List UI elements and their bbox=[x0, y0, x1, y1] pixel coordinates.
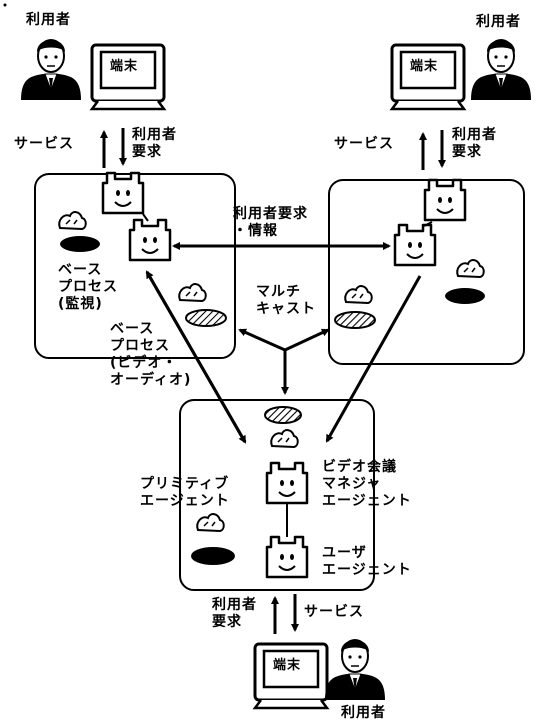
terminal-label-bottom: 端末 bbox=[273, 658, 301, 674]
base-process-monitor-label: ベース プロセス (監視) bbox=[58, 262, 118, 313]
service-label-bottom: サービス bbox=[304, 604, 364, 621]
terminal-label-top-left: 端末 bbox=[110, 59, 138, 75]
terminal-top-right-icon bbox=[392, 45, 464, 109]
right-black-oval bbox=[445, 288, 485, 304]
user-label-top-right: 利用者 bbox=[476, 14, 521, 31]
right-hatched-oval bbox=[335, 312, 375, 328]
bottom-black-oval bbox=[191, 547, 235, 565]
multicast-label: マルチ キャスト bbox=[256, 284, 316, 318]
bottom-hatched-oval bbox=[265, 407, 301, 423]
base-process-av-label: ベース プロセス (ビデオ・ オーディオ) bbox=[110, 321, 191, 389]
user-bottom-icon bbox=[325, 640, 385, 700]
service-label-top-left: サービス bbox=[14, 136, 74, 153]
connection-label: 利用者要求 ・情報 bbox=[233, 206, 308, 240]
user-label-bottom: 利用者 bbox=[341, 705, 386, 722]
right-blob-1-icon bbox=[457, 260, 483, 277]
video-conf-manager-label: ビデオ会議 マネジャ エージェント bbox=[322, 459, 412, 510]
user-top-right-icon bbox=[471, 40, 531, 100]
right-mid-agent-icon bbox=[395, 225, 435, 265]
user-top-left-icon bbox=[21, 40, 81, 100]
user-label-top-left: 利用者 bbox=[26, 12, 71, 29]
terminal-bottom-icon bbox=[255, 644, 327, 708]
request-label-bottom: 利用者 要求 bbox=[212, 597, 257, 631]
left-hatched-oval bbox=[186, 310, 226, 326]
terminal-label-top-right: 端末 bbox=[410, 59, 438, 75]
service-label-top-right: サービス bbox=[334, 136, 394, 153]
primitive-agent-label: プリミティブ エージェント bbox=[140, 476, 230, 510]
right-top-agent-icon bbox=[425, 180, 465, 220]
request-label-top-left: 利用者 要求 bbox=[132, 127, 177, 161]
terminal-top-left-icon bbox=[92, 45, 164, 109]
left-mid-agent-icon bbox=[130, 220, 170, 260]
manager-agent-icon bbox=[267, 463, 307, 503]
bottom-blob-1-icon bbox=[271, 430, 297, 447]
request-label-top-right: 利用者 要求 bbox=[452, 127, 497, 161]
left-top-agent-icon bbox=[103, 173, 143, 213]
right-blob-2-icon bbox=[345, 286, 371, 303]
left-blob-1-icon bbox=[59, 212, 85, 229]
bottom-blob-2-icon bbox=[197, 514, 223, 531]
left-blob-2-icon bbox=[179, 284, 205, 301]
user-agent-icon bbox=[267, 537, 307, 577]
user-agent-label: ユーザ エージェント bbox=[322, 545, 412, 579]
left-black-oval bbox=[60, 236, 100, 252]
